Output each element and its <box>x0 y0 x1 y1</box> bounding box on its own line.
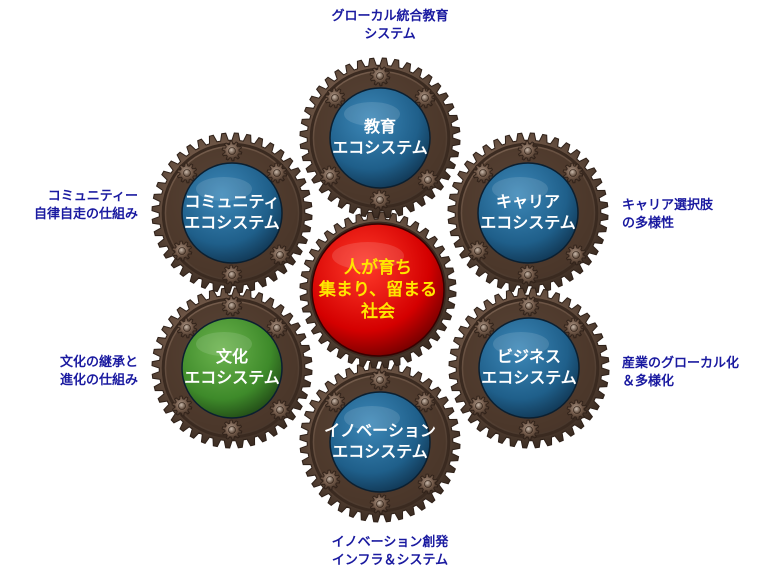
small-gear-career-3-icon <box>565 244 587 266</box>
annotation-bottom-line-1: イノベーション創発 <box>331 535 449 550</box>
small-gear-culture-1-icon <box>266 317 288 339</box>
small-gear-community-1-icon <box>266 162 288 184</box>
node-community-label-line-1: コミュニティ <box>184 192 279 211</box>
small-gear-education-5-icon <box>369 189 391 211</box>
small-gear-business-4-icon <box>518 295 540 317</box>
small-gear-community-0-icon <box>176 162 198 184</box>
annotation-upper-left-line-1: コミュニティー <box>47 189 138 204</box>
annotation-upper-right-line-1: キャリア選択肢 <box>622 198 714 213</box>
annotation-lower-left-line-1: 文化の継承と <box>59 355 138 370</box>
small-gear-culture-3-icon <box>269 399 291 421</box>
node-education-label-line-1: 教育 <box>364 117 396 136</box>
node-layer: 教育エコシステムキャリアエコシステムビジネスエコシステムイノベーションエコシステ… <box>181 87 580 493</box>
small-gear-business-5-icon <box>518 419 540 441</box>
node-education-label-line-2: エコシステム <box>332 138 428 157</box>
small-gear-culture-5-icon <box>221 419 243 441</box>
annotation-bottom-line-2: インフラ＆システム <box>331 553 449 568</box>
node-culture-label-line-1: 文化 <box>216 347 248 366</box>
small-gear-career-1-icon <box>562 162 584 184</box>
small-gear-innovation-3-icon <box>417 473 439 495</box>
node-career-label-line-1: キャリア <box>496 192 560 211</box>
node-culture-label-line-2: エコシステム <box>184 368 280 387</box>
small-gear-business-1-icon <box>563 317 585 339</box>
small-gear-education-1-icon <box>414 87 436 109</box>
small-gear-innovation-2-icon <box>319 469 341 491</box>
small-gear-business-2-icon <box>468 395 490 417</box>
small-gear-innovation-4-icon <box>369 369 391 391</box>
small-gear-culture-0-icon <box>176 317 198 339</box>
annotation-upper-right-line-2: の多様性 <box>622 216 675 231</box>
small-gear-culture-4-icon <box>221 295 243 317</box>
center-label-line-3: 社会 <box>360 301 395 322</box>
small-gear-business-0-icon <box>473 317 495 339</box>
small-gear-community-3-icon <box>269 244 291 266</box>
small-gear-education-4-icon <box>369 65 391 87</box>
annotation-lower-right-line-1: 産業のグローカル化 <box>622 356 740 371</box>
small-gear-community-4-icon <box>221 140 243 162</box>
annotation-lower-left-line-2: 進化の仕組み <box>59 373 138 388</box>
node-innovation-label-line-1: イノベーション <box>324 421 436 440</box>
small-gear-education-3-icon <box>417 169 439 191</box>
small-gear-business-3-icon <box>566 399 588 421</box>
node-innovation-label-line-2: エコシステム <box>332 442 428 461</box>
small-gear-community-2-icon <box>171 240 193 262</box>
small-gear-career-2-icon <box>467 240 489 262</box>
annotation-upper-left-line-2: 自律自走の仕組み <box>33 207 138 222</box>
small-gear-career-4-icon <box>517 140 539 162</box>
annotation-top-line-1: グローカル統合教育 <box>331 9 449 24</box>
node-business-label-line-1: ビジネス <box>497 347 561 366</box>
small-gear-career-0-icon <box>472 162 494 184</box>
node-business-label-line-2: エコシステム <box>481 368 577 387</box>
small-gear-education-0-icon <box>324 87 346 109</box>
small-gear-community-5-icon <box>221 264 243 286</box>
annotation-top-line-2: システム <box>364 27 416 42</box>
center-label-line-2: 集まり、留まる <box>318 279 437 300</box>
annotation-bottom: イノベーション創発 インフラ＆システム <box>290 534 490 570</box>
annotation-top: グローカル統合教育 システム <box>290 8 490 44</box>
small-gear-education-2-icon <box>319 165 341 187</box>
annotation-lower-left: 文化の継承と 進化の仕組み <box>0 354 138 390</box>
center-label-line-1: 人が育ち <box>344 257 412 278</box>
small-gear-innovation-0-icon <box>324 391 346 413</box>
annotation-upper-left: コミュニティー 自律自走の仕組み <box>0 188 138 224</box>
annotation-lower-right: 産業のグローカル化 ＆多様化 <box>622 355 777 391</box>
annotation-lower-right-line-2: ＆多様化 <box>622 374 675 389</box>
node-career-label-line-2: エコシステム <box>480 213 576 232</box>
small-gear-culture-2-icon <box>171 395 193 417</box>
annotation-upper-right: キャリア選択肢 の多様性 <box>622 197 777 233</box>
small-gear-innovation-5-icon <box>369 493 391 515</box>
small-gear-innovation-1-icon <box>414 391 436 413</box>
node-community-label-line-2: エコシステム <box>184 213 280 232</box>
small-gear-career-5-icon <box>517 264 539 286</box>
